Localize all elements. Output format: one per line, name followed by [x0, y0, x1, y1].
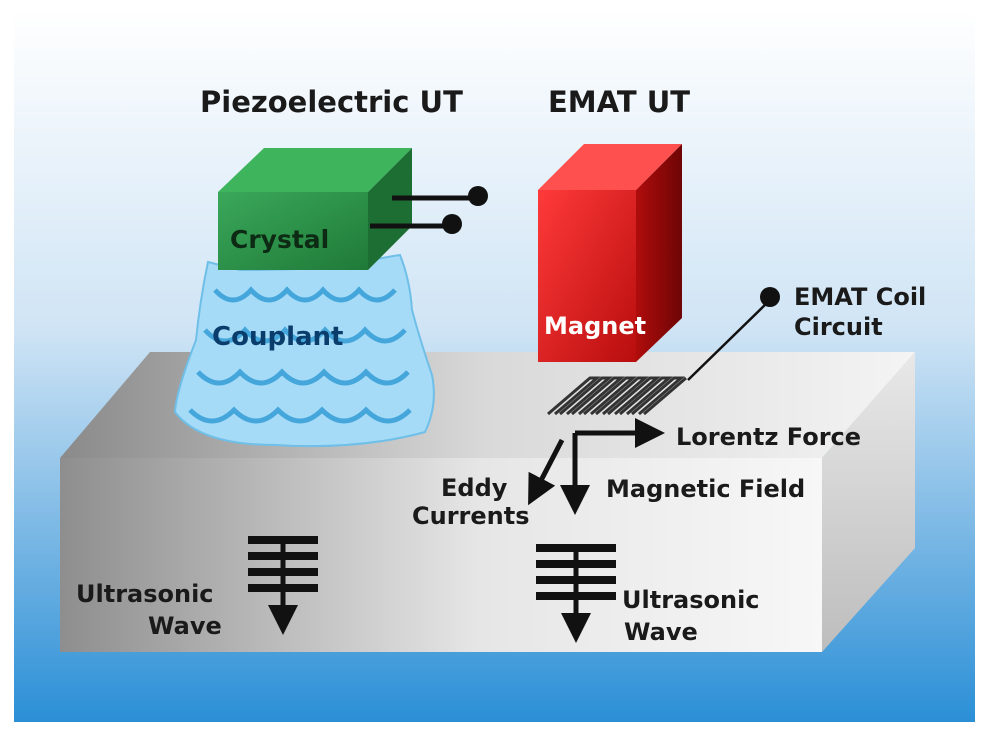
couplant-label: Couplant	[212, 322, 343, 352]
eddy-current-arrow	[528, 438, 565, 506]
emat-title: EMAT UT	[548, 85, 690, 119]
force-arrows	[528, 418, 665, 515]
right-wave-symbol	[536, 544, 616, 643]
eddy-label-line2: Currents	[412, 502, 530, 530]
left-wave-label-line2: Wave	[148, 612, 222, 640]
emat-coil	[547, 287, 780, 416]
crystal-label: Crystal	[230, 225, 329, 254]
lorentz-force-label: Lorentz Force	[676, 423, 861, 451]
eddy-label-line1: Eddy	[441, 474, 508, 502]
crystal-cube	[218, 148, 412, 270]
couplant-shape	[173, 253, 435, 448]
left-wave-symbol	[248, 536, 318, 635]
right-wave-label-line2: Wave	[624, 618, 698, 646]
coil-label-line2: Circuit	[794, 313, 883, 341]
magnet-cube	[538, 144, 682, 362]
piezo-title: Piezoelectric UT	[200, 85, 463, 119]
coil-label-line1: EMAT Coil	[794, 283, 926, 311]
magnetic-field-label: Magnetic Field	[606, 475, 805, 503]
left-wave-label-line1: Ultrasonic	[76, 580, 214, 608]
magnet-label: Magnet	[544, 312, 646, 340]
right-wave-label-line1: Ultrasonic	[622, 586, 760, 614]
crystal-wires	[370, 186, 488, 234]
